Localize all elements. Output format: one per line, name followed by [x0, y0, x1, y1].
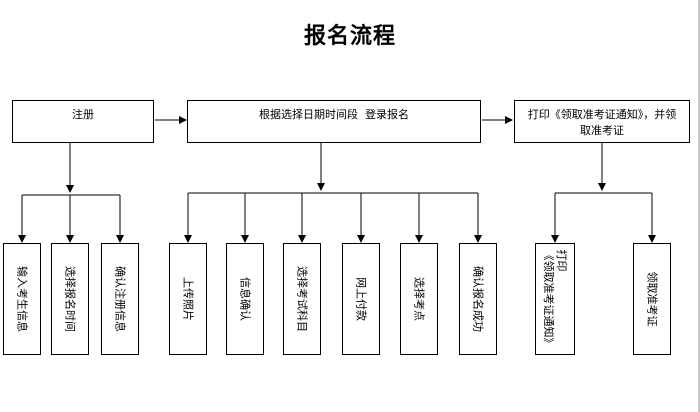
step-print-notice-label: 打印 《领取准考证通知》	[542, 250, 568, 349]
step-online-pay-label: 网上付款	[354, 277, 368, 321]
step-collect-ticket-label: 领取准考证	[645, 271, 659, 327]
step-choose-subject-label: 选择考试科目	[295, 266, 309, 332]
signup-box: 根据选择日期时间段 登录报名	[187, 100, 481, 143]
step-choose-time: 选择报名时间	[51, 243, 89, 355]
print-collect-label-line1: 打印《领取准考证通知》，并领	[527, 108, 677, 121]
step-input-info-label: 输入考生信息	[15, 266, 29, 332]
step-confirm-reg-label: 确认注册信息	[113, 266, 127, 332]
print-collect-label-line2: 取准考证	[580, 124, 624, 137]
step-input-info: 输入考生信息	[3, 243, 41, 355]
step-choose-site-label: 选择考点	[412, 277, 426, 321]
page-title: 报名流程	[303, 23, 396, 49]
step-choose-subject: 选择考试科目	[283, 243, 321, 355]
right-edge-border	[698, 0, 700, 412]
step-confirm-signup-label: 确认报名成功	[471, 266, 485, 332]
step-info-confirm-label: 信息确认	[238, 277, 252, 321]
step-confirm-signup: 确认报名成功	[459, 243, 497, 355]
step-confirm-reg: 确认注册信息	[101, 243, 139, 355]
register-box: 注册	[12, 100, 154, 143]
step-print-notice: 打印 《领取准考证通知》	[535, 243, 575, 355]
step-print-notice-line1: 打印	[555, 249, 568, 272]
step-choose-time-label: 选择报名时间	[63, 266, 77, 332]
register-label: 注册	[72, 108, 94, 121]
step-info-confirm: 信息确认	[226, 243, 264, 355]
signup-label: 根据选择日期时间段 登录报名	[259, 108, 409, 121]
print-collect-box: 打印《领取准考证通知》，并领 取准考证	[514, 100, 690, 143]
step-upload-photo-label: 上传照片	[181, 277, 195, 321]
step-choose-site: 选择考点	[400, 243, 438, 355]
step-collect-ticket: 领取准考证	[633, 243, 671, 355]
step-print-notice-line2: 《领取准考证通知》	[542, 249, 555, 349]
step-upload-photo: 上传照片	[169, 243, 207, 355]
step-online-pay: 网上付款	[342, 243, 380, 355]
